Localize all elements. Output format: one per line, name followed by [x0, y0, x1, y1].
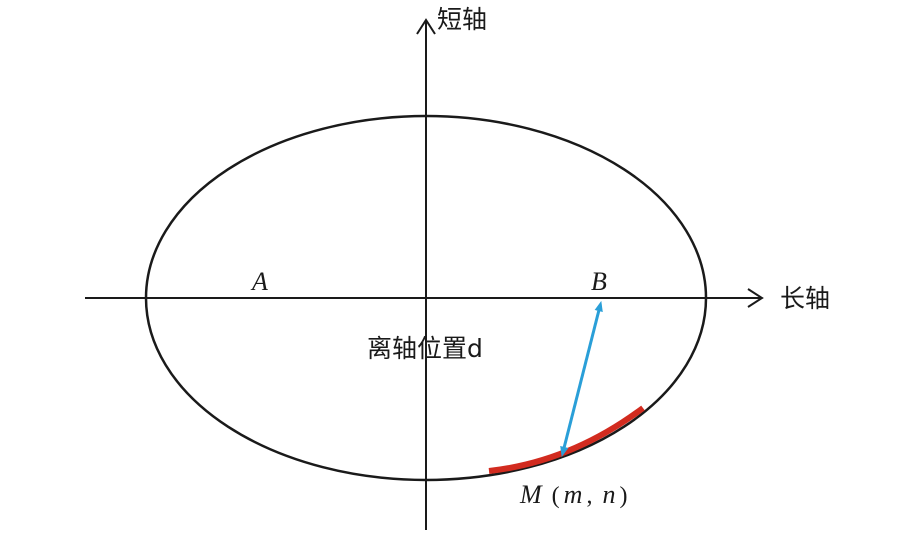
major-axis-label: 长轴 [780, 284, 830, 313]
point-m-letter: M [519, 480, 543, 509]
point-m-comma: , [586, 483, 598, 509]
point-m-close-paren: ) [619, 483, 627, 509]
point-m-coord-n: n [602, 480, 615, 509]
ellipse-outline [144, 114, 708, 482]
major-axis-arrowhead [747, 288, 764, 308]
point-a-label: A [250, 267, 268, 296]
point-m-label: M ( m , n ) [519, 480, 627, 509]
offset-position-label: 离轴位置d [367, 334, 483, 363]
point-m-open-paren: ( [546, 483, 560, 509]
point-b-label: B [591, 267, 607, 296]
minor-axis-arrowhead [416, 18, 436, 35]
point-m-coord-m: m [564, 480, 583, 509]
minor-axis-label: 短轴 [437, 5, 487, 34]
distance-arrow [560, 300, 603, 458]
